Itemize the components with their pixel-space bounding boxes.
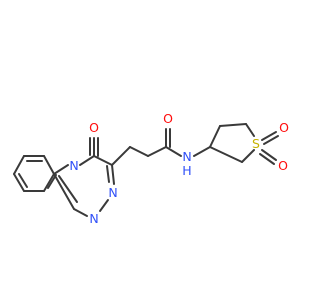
bond: [147, 146, 167, 157]
atom-labels: O N N N O N H S O O: [69, 111, 289, 226]
bond: [129, 146, 149, 157]
bond: [261, 131, 277, 141]
atom-label-h-amide: H: [182, 163, 191, 178]
bond: [165, 146, 182, 157]
bond: [241, 149, 255, 163]
structure-canvas: O N N N O N H S O O: [13, 111, 289, 226]
atom-label-n-amide: N: [182, 149, 191, 164]
molecule-structure: O N N N O N H S O O: [13, 111, 289, 226]
bond: [13, 173, 25, 192]
bond: [111, 164, 115, 185]
atom-label-n-triazine-1: N: [108, 185, 117, 200]
bond: [245, 123, 255, 137]
bond: [219, 123, 247, 127]
atom-label-o-amide: O: [163, 111, 173, 126]
bond: [58, 175, 78, 203]
bond: [261, 149, 277, 161]
bond: [43, 155, 55, 175]
bond: [99, 199, 109, 212]
atom-label-n-triazine-2: N: [89, 211, 98, 226]
bond: [53, 164, 69, 175]
bond-lines: [13, 123, 279, 217]
atom-label-o-carbonyl-ring: O: [89, 120, 99, 135]
bond: [259, 153, 275, 165]
bond: [79, 155, 95, 166]
bond: [111, 146, 131, 166]
bond: [13, 155, 25, 175]
bond: [53, 173, 75, 210]
bond: [209, 125, 221, 148]
atom-label-o-sulfone-2: O: [278, 158, 288, 173]
atom-label-s-sulfone: S: [252, 136, 260, 151]
bond: [106, 165, 110, 183]
bond: [263, 135, 279, 145]
bond: [193, 146, 211, 157]
atom-label-n-bridge: N: [69, 158, 78, 173]
bond: [93, 155, 113, 166]
bond: [43, 173, 55, 192]
bond: [73, 208, 88, 217]
atom-label-o-sulfone-1: O: [279, 120, 289, 135]
bond: [18, 173, 28, 188]
bond: [209, 146, 243, 163]
